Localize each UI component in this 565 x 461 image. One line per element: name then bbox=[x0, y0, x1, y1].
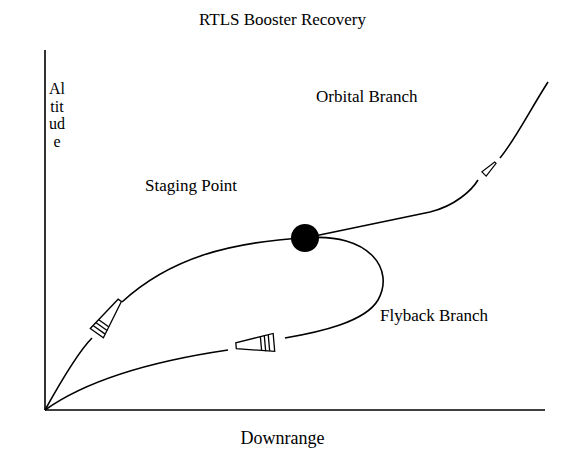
staging-point-dot bbox=[291, 224, 319, 252]
altitude-axis bbox=[44, 50, 46, 410]
diagram-title: RTLS Booster Recovery bbox=[199, 10, 366, 30]
flyback-branch-path bbox=[285, 237, 383, 338]
point-label: Staging Point bbox=[145, 176, 237, 196]
axis-label: Downrange bbox=[241, 428, 325, 450]
ascent-path bbox=[45, 338, 92, 410]
upper-stage-icon bbox=[482, 161, 498, 177]
downrange-axis bbox=[45, 409, 545, 411]
ascent-path bbox=[122, 238, 305, 302]
flyback-branch-path bbox=[45, 350, 228, 410]
branch-label: Flyback Branch bbox=[380, 306, 488, 326]
axis-label: Altitude bbox=[49, 80, 65, 150]
trajectories bbox=[45, 82, 548, 410]
axes bbox=[45, 50, 545, 410]
orbital-branch-path bbox=[305, 180, 478, 238]
booster-icon bbox=[235, 333, 274, 354]
booster-icon bbox=[90, 296, 126, 338]
branch-label: Orbital Branch bbox=[316, 87, 418, 107]
orbital-branch-path bbox=[500, 82, 548, 158]
